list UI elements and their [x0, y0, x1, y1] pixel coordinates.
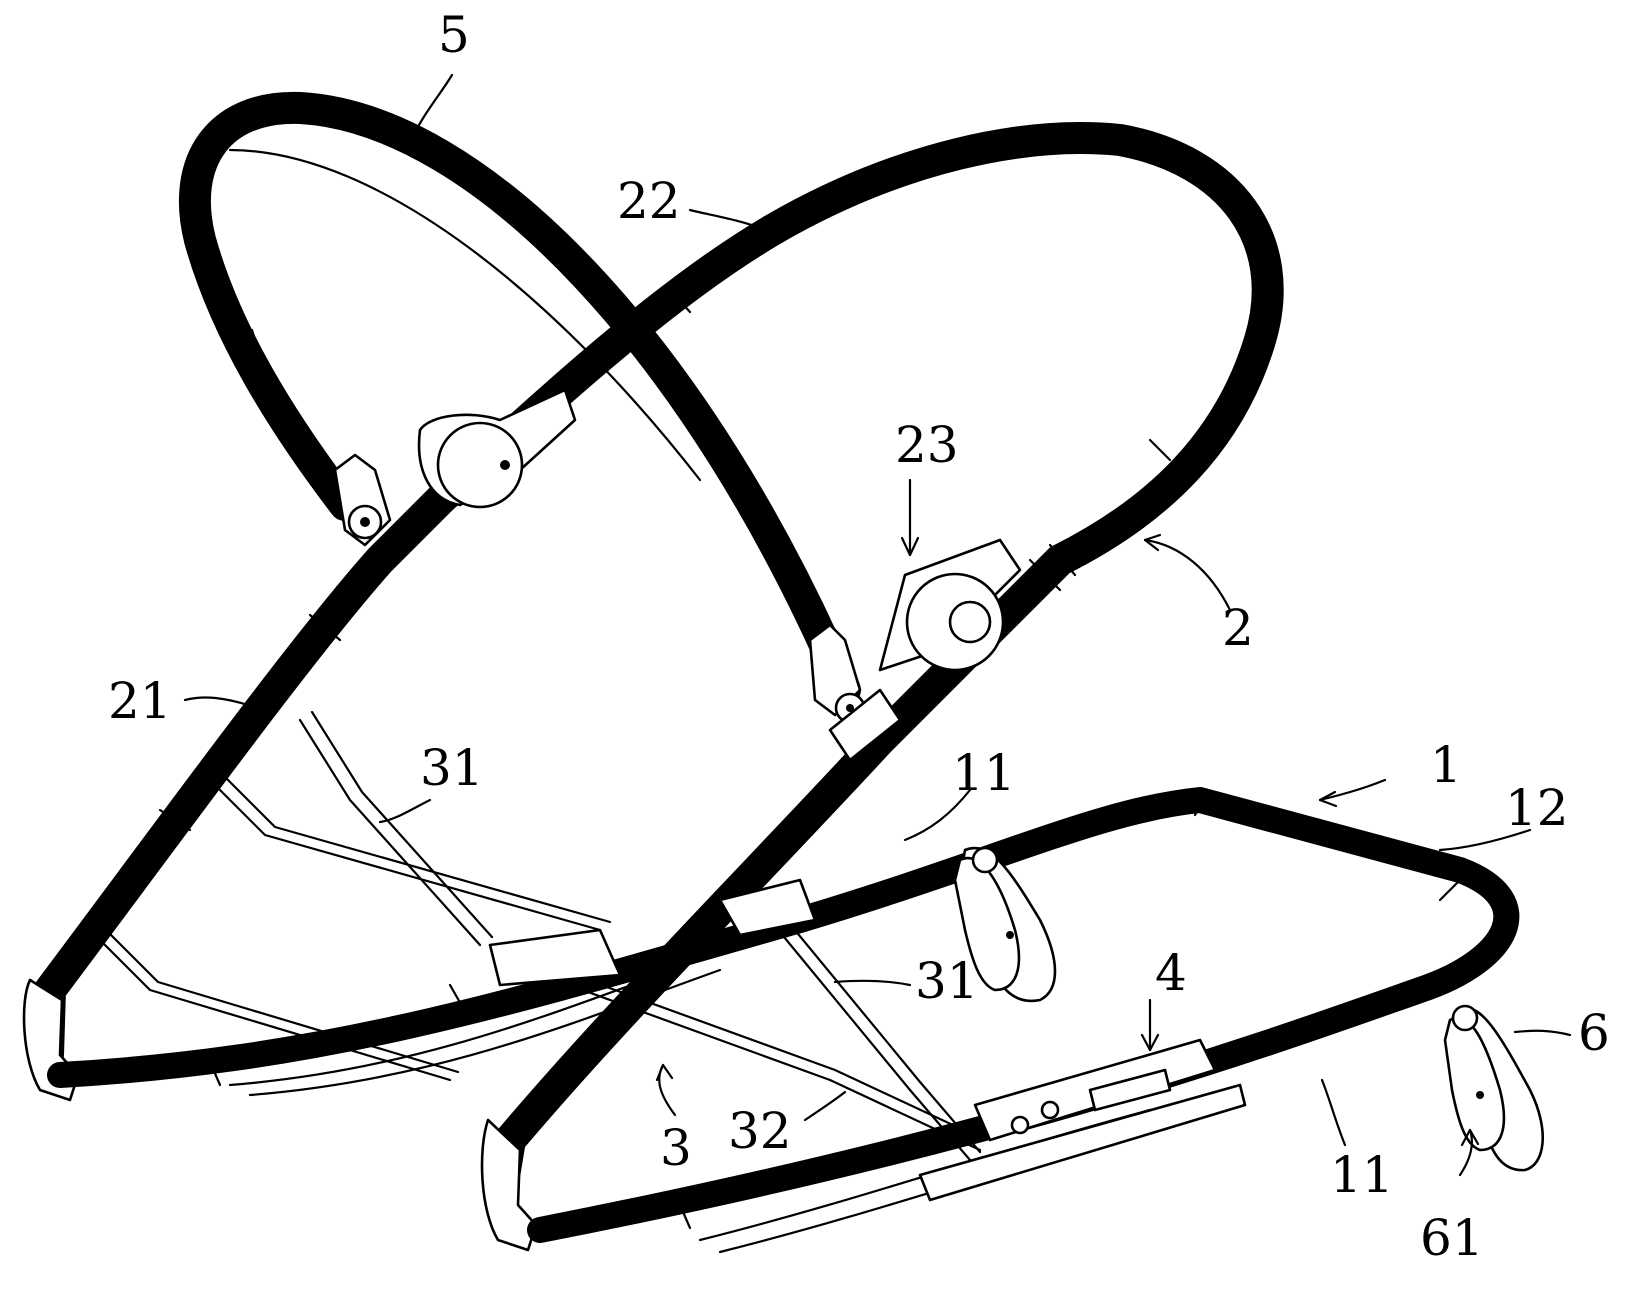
label-31-mid: 31 — [915, 952, 979, 1010]
side-rod-21 — [24, 500, 440, 1100]
label-11-top: 11 — [952, 744, 1016, 802]
hinge-joint-left — [335, 390, 575, 545]
label-1: 1 — [1430, 736, 1462, 794]
label-5: 5 — [438, 6, 470, 64]
toy-bar-5 — [195, 108, 845, 690]
label-4: 4 — [1155, 944, 1187, 1002]
label-11-bottom: 11 — [1330, 1146, 1394, 1204]
label-3: 3 — [660, 1119, 692, 1177]
label-31-top: 31 — [420, 739, 484, 797]
backrest-arch-22 — [440, 138, 1268, 575]
label-12: 12 — [1505, 779, 1569, 837]
label-22: 22 — [617, 172, 681, 230]
label-23: 23 — [895, 416, 959, 474]
label-61: 61 — [1420, 1209, 1484, 1267]
label-6: 6 — [1578, 1004, 1610, 1062]
label-32: 32 — [728, 1102, 792, 1160]
label-2: 2 — [1222, 599, 1254, 657]
label-21: 21 — [108, 672, 172, 730]
